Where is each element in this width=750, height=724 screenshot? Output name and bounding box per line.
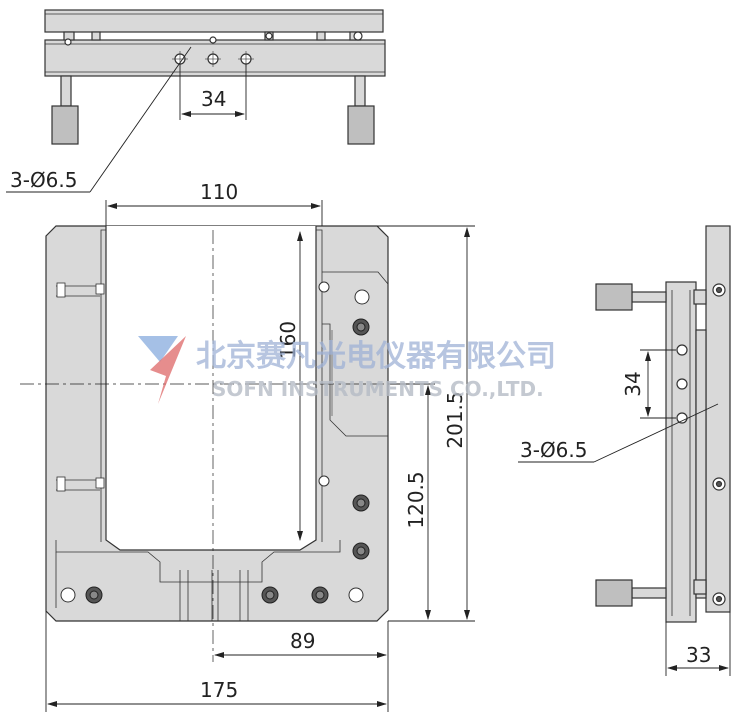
right-knob: [347, 105, 375, 145]
front-view: [45, 225, 389, 622]
side-knob-bottom: [595, 579, 633, 607]
front-screws: [85, 318, 370, 604]
side-view: [595, 225, 731, 623]
side-hole-spacing-label: 34: [621, 371, 645, 396]
left-post: [60, 75, 72, 107]
top-hole-spacing-label: 34: [201, 87, 226, 111]
right-post: [354, 75, 366, 107]
aperture-outline: [105, 226, 317, 551]
side-hole-callout: 3-Ø6.5: [520, 438, 588, 462]
side-hole-2: [676, 378, 688, 390]
inner-width-label: 110: [200, 180, 238, 204]
side-dimensions: [518, 349, 731, 676]
side-depth-label: 33: [686, 643, 711, 667]
top-view: [44, 9, 386, 145]
top-plate: [44, 9, 384, 33]
side-carriage: [665, 281, 697, 623]
center-height-label: 120.5: [404, 471, 428, 528]
watermark-company-cn: 北京赛凡光电仪器有限公司: [196, 339, 556, 374]
overall-width-label: 175: [200, 678, 238, 702]
watermark-logo-icon: [138, 336, 186, 404]
top-dim-34: [6, 46, 247, 193]
side-hole-3: [676, 412, 688, 424]
side-knob-top: [595, 283, 633, 311]
inner-height-label: 160: [276, 321, 300, 359]
watermark: 北京赛凡光电仪器有限公司 SOFN INSTRUMENTS CO.,LTD.: [138, 336, 556, 404]
front-dimensions: [45, 200, 475, 712]
left-knob: [51, 105, 79, 145]
top-hole-callout: 3-Ø6.5: [10, 168, 78, 192]
center-lines: [20, 230, 388, 662]
watermark-company-en: SOFN INSTRUMENTS CO.,LTD.: [212, 377, 544, 401]
front-holes: [60, 281, 370, 603]
side-hole-1: [676, 344, 688, 356]
center-offset-label: 89: [290, 629, 315, 653]
overall-height-label: 201.5: [443, 391, 467, 448]
